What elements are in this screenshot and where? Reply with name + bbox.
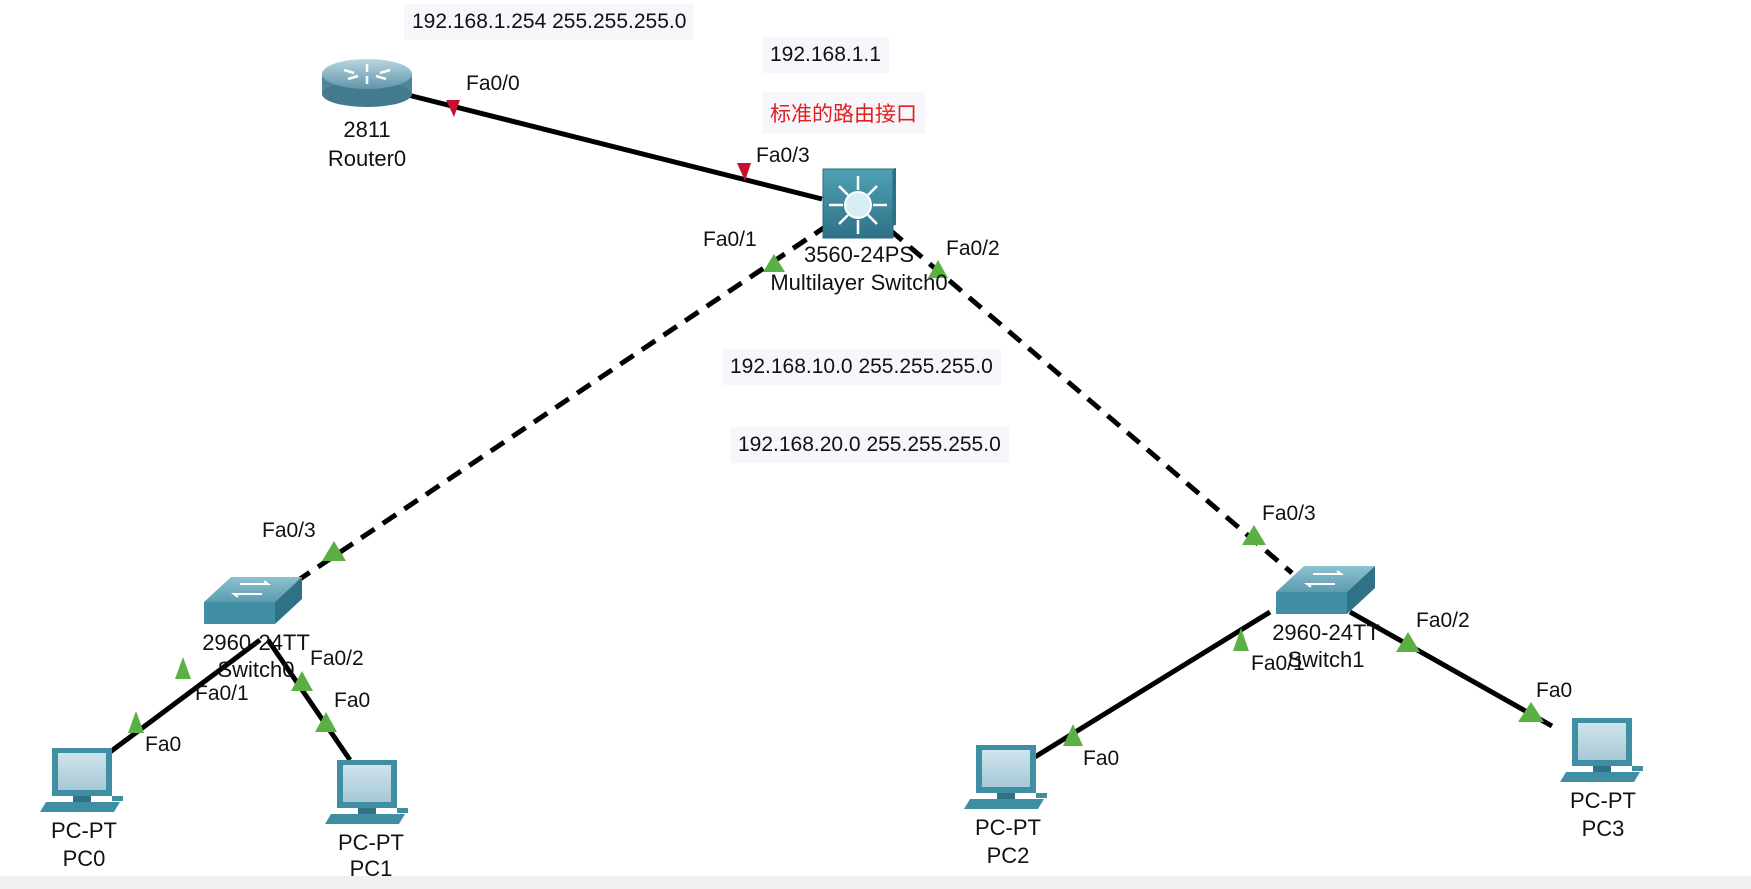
switch1-device[interactable] xyxy=(1276,566,1375,614)
pc2-screen-icon xyxy=(982,750,1030,787)
pc1-device[interactable] xyxy=(325,760,408,824)
port-label-switch1-fa02: Fa0/2 xyxy=(1416,609,1470,632)
pc0-mouse-icon xyxy=(112,796,123,801)
switch0-arrows-icon xyxy=(231,580,271,598)
pc1-mouse-icon xyxy=(397,808,408,813)
link-mls-sw0[interactable] xyxy=(292,222,830,586)
port-label-pc2-fa0: Fa0 xyxy=(1083,747,1119,770)
pc2-name-label: PC2 xyxy=(987,843,1030,868)
note-vlan10-subnet[interactable]: 192.168.10.0 255.255.255.0 xyxy=(722,349,1001,385)
pc0-stand-icon xyxy=(73,796,91,802)
switch1-model-label: 2960-24TT xyxy=(1272,620,1380,645)
pc3-device[interactable] xyxy=(1560,718,1643,782)
bottom-status-bar xyxy=(0,876,1751,889)
port-label-pc3-fa0: Fa0 xyxy=(1536,679,1572,702)
switch1-arrows-icon xyxy=(1304,570,1344,588)
note-vlan20-subnet[interactable]: 192.168.20.0 255.255.255.0 xyxy=(730,427,1009,463)
port-label-mls-fa03: Fa0/3 xyxy=(756,144,810,167)
pc3-model-label: PC-PT xyxy=(1570,788,1636,813)
link-up-indicator xyxy=(928,260,948,278)
pc2-keyboard-icon xyxy=(964,799,1044,809)
port-label-switch1-fa01: Fa0/1 xyxy=(1251,652,1305,675)
link-up-indicator xyxy=(322,541,346,561)
pc3-stand-icon xyxy=(1593,766,1611,772)
link-up-indicator xyxy=(763,254,785,272)
switch0-device[interactable] xyxy=(204,577,302,624)
link-sw1-pc3[interactable] xyxy=(1348,609,1554,729)
switch0-model-label: 2960-24TT xyxy=(202,630,310,655)
pc0-device[interactable] xyxy=(40,748,123,812)
link-down-indicator xyxy=(446,100,460,117)
note-router-ip[interactable]: 192.168.1.254 255.255.255.0 xyxy=(404,4,695,40)
port-label-switch0-fa02: Fa0/2 xyxy=(310,647,364,670)
switch1-front-icon xyxy=(1276,592,1347,614)
port-label-mls-fa01: Fa0/1 xyxy=(703,228,757,251)
link-mls-sw1[interactable] xyxy=(888,228,1294,575)
switch1-top-icon xyxy=(1276,566,1375,592)
link-up-indicator xyxy=(291,671,313,691)
port-label-switch0-fa03: Fa0/3 xyxy=(262,519,316,542)
link-up-indicator xyxy=(1242,525,1266,545)
mls-model-label: 3560-24PS xyxy=(804,242,914,267)
pc1-model-label: PC-PT xyxy=(338,830,404,855)
pc0-name-label: PC0 xyxy=(63,846,106,871)
switch1-name-label: Switch1 xyxy=(1287,647,1364,672)
link-up-indicator xyxy=(1396,632,1420,652)
switch0-top-icon xyxy=(204,577,302,602)
link-router-mls[interactable] xyxy=(407,92,823,202)
link-sw1-pc2[interactable] xyxy=(1028,609,1272,763)
router-model-label: 2811 xyxy=(343,117,390,142)
switch1-side-icon xyxy=(1347,566,1375,614)
pc3-keyboard-icon xyxy=(1560,772,1640,782)
link-sw0-pc0[interactable] xyxy=(104,637,262,758)
port-label-pc1-fa0: Fa0 xyxy=(334,689,370,712)
switch0-name-label: Switch0 xyxy=(217,657,294,682)
note-switch-ip[interactable]: 192.168.1.1 xyxy=(762,37,889,73)
port-label-switch0-fa01: Fa0/1 xyxy=(195,682,249,705)
link-up-indicator xyxy=(175,657,191,679)
pc3-name-label: PC3 xyxy=(1582,816,1625,841)
mls-arrows-icon xyxy=(829,176,887,234)
pc2-model-label: PC-PT xyxy=(975,815,1041,840)
router-base-icon xyxy=(322,81,412,107)
pc1-stand-icon xyxy=(358,808,376,814)
pc1-screen-icon xyxy=(343,765,391,802)
mls-name-label: Multilayer Switch0 xyxy=(770,270,947,295)
link-up-indicator xyxy=(1518,702,1544,722)
pc0-model-label: PC-PT xyxy=(51,818,117,843)
port-label-switch1-fa03: Fa0/3 xyxy=(1262,502,1316,525)
pc3-mouse-icon xyxy=(1632,766,1643,771)
link-down-indicator xyxy=(737,163,751,181)
pc1-keyboard-icon xyxy=(325,814,405,824)
router-device[interactable] xyxy=(322,59,412,107)
link-up-indicator xyxy=(1063,724,1083,746)
switch0-front-icon xyxy=(204,602,275,624)
link-sw0-pc1[interactable] xyxy=(265,638,353,762)
note-routed-port[interactable]: 标准的路由接口 xyxy=(762,92,925,134)
pc0-screen-icon xyxy=(58,753,106,790)
port-label-router-fa00: Fa0/0 xyxy=(466,72,520,95)
pc0-keyboard-icon xyxy=(40,802,120,812)
mls-core-icon xyxy=(844,191,872,219)
pc2-mouse-icon xyxy=(1036,793,1047,798)
router-name-label: Router0 xyxy=(328,146,406,171)
link-up-indicator xyxy=(315,712,337,732)
pc2-stand-icon xyxy=(997,793,1015,799)
link-up-indicator xyxy=(128,711,144,733)
multilayer-switch-device[interactable] xyxy=(822,168,896,239)
pc3-screen-icon xyxy=(1578,723,1626,760)
switch0-side-icon xyxy=(275,577,302,624)
pc2-device[interactable] xyxy=(964,745,1047,809)
port-label-pc0-fa0: Fa0 xyxy=(145,733,181,756)
router-arrows-icon xyxy=(343,64,391,84)
link-up-indicator xyxy=(1233,628,1249,651)
router-top-icon xyxy=(322,59,412,89)
port-label-mls-fa02: Fa0/2 xyxy=(946,237,1000,260)
